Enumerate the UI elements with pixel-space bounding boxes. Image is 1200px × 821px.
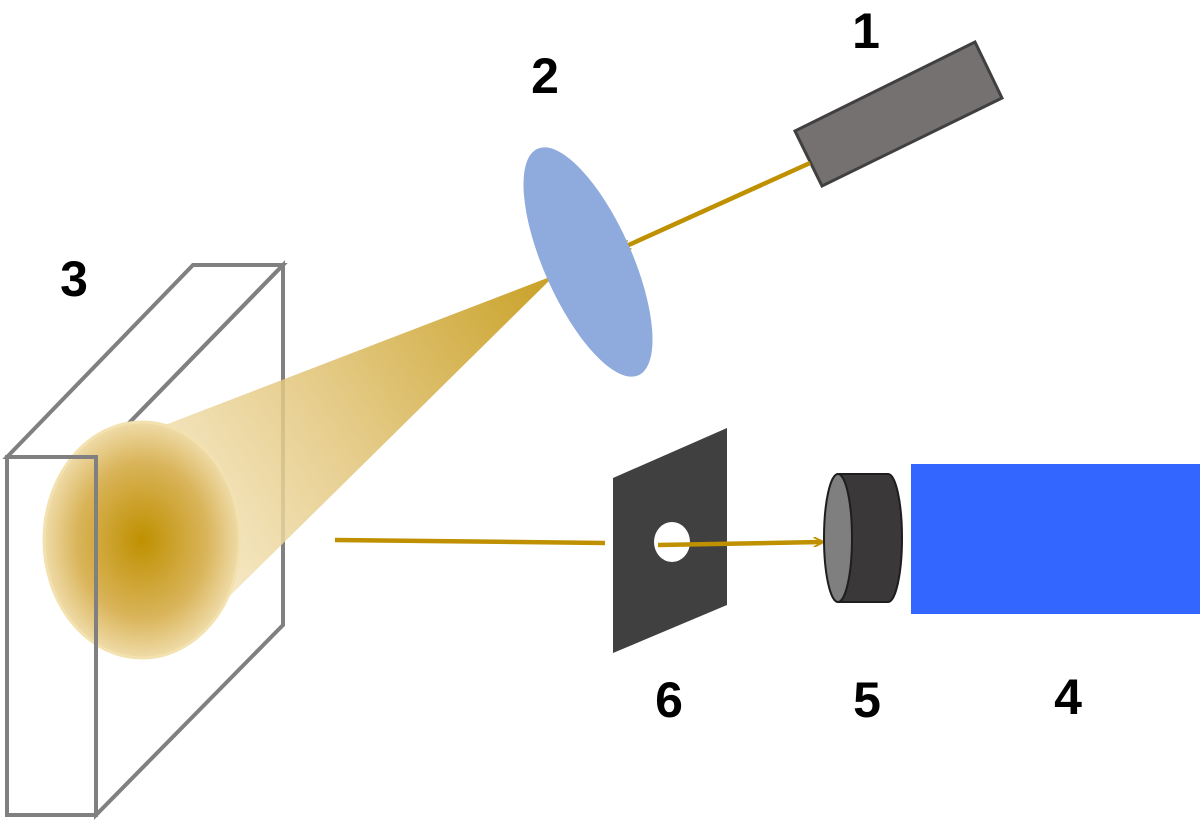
camera-body [911, 464, 1200, 614]
label-camera-lens: 5 [853, 672, 881, 728]
transmitted-beam-arrow [657, 542, 822, 548]
laser-source [792, 39, 1004, 189]
label-lens: 2 [531, 48, 559, 104]
scattered-beam [334, 537, 606, 546]
label-laser: 1 [852, 3, 880, 59]
camera-lens-barrel [837, 473, 903, 603]
sample-slab-front-face [5, 455, 98, 817]
label-sample: 3 [60, 251, 88, 307]
camera-lens [823, 473, 903, 603]
incident-beam-arrow [622, 160, 811, 251]
aperture-hole [654, 522, 690, 562]
light-cone [165, 275, 555, 650]
focusing-lens [523, 147, 653, 377]
camera-lens-glass [823, 473, 853, 603]
label-aperture: 6 [655, 672, 683, 728]
light-spot [42, 420, 242, 660]
label-camera: 4 [1054, 669, 1082, 725]
